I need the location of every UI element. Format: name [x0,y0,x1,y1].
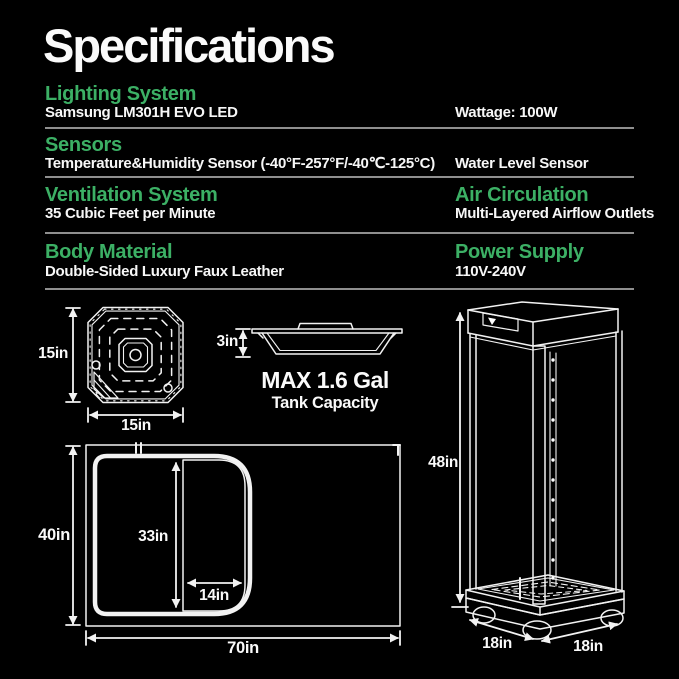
section-header-body-material: Body Material [45,241,173,263]
tank-capacity-title: MAX 1.6 Gal [261,367,388,393]
divider [45,176,634,178]
center-port-icon [129,348,142,362]
cover-layout-diagram: 40in 33in 14in 70in [38,442,401,657]
dim-label-tank-height: 3in [217,333,239,350]
section-header-sensors: Sensors [45,134,122,156]
page-title: Specifications [43,19,336,72]
ventilation-value: 35 Cubic Feet per Minute [45,205,216,222]
body-material-value: Double-Sided Luxury Faux Leather [45,263,284,280]
brand-logo-icon [488,317,496,325]
top-view-diagram: 15in 15in [38,306,184,434]
section-header-air-circulation: Air Circulation [455,184,589,206]
dim-label-top-view-height: 15in [38,345,68,362]
air-circulation-value: Multi-Layered Airflow Outlets [455,205,655,222]
divider [45,232,634,234]
dim-label-cover-width: 70in [227,639,259,657]
door-seam [92,453,253,617]
cabinet-top-cap [467,301,619,351]
dim-label-door-width: 14in [199,587,229,604]
wattage-value: Wattage: 100W [455,104,558,121]
dim-label-door-height: 33in [138,528,168,545]
tank-capacity-subtitle: Tank Capacity [272,394,380,412]
tank-diagram: 3in MAX 1.6 Gal Tank Capacity [217,322,403,412]
dim-label-cover-height: 40in [38,526,70,544]
screw-hole-icon [163,383,173,393]
lighting-system-value: Samsung LM301H EVO LED [45,104,238,121]
door-window [182,459,246,612]
sensors-value: Temperature&Humidity Sensor (-40°F-257°F… [45,155,435,172]
divider [45,288,634,290]
led-strip [549,351,557,587]
dim-label-cabinet-width: 18in [573,638,603,655]
dim-label-cabinet-height: 48in [428,454,458,471]
section-header-ventilation-system: Ventilation System [45,184,218,206]
dim-label-cabinet-depth: 18in [482,635,512,652]
dim-label-top-view-width: 15in [121,417,151,434]
power-supply-value: 110V-240V [455,263,526,280]
section-header-lighting-system: Lighting System [45,83,197,105]
logo-panel [482,312,519,332]
water-level-sensor-value: Water Level Sensor [455,155,589,172]
cabinet-diagram: 48in 18in 18in [428,301,625,655]
divider [45,127,634,129]
hatched-corner [93,371,119,399]
section-header-power-supply: Power Supply [455,241,584,263]
screw-hole-icon [91,360,101,370]
